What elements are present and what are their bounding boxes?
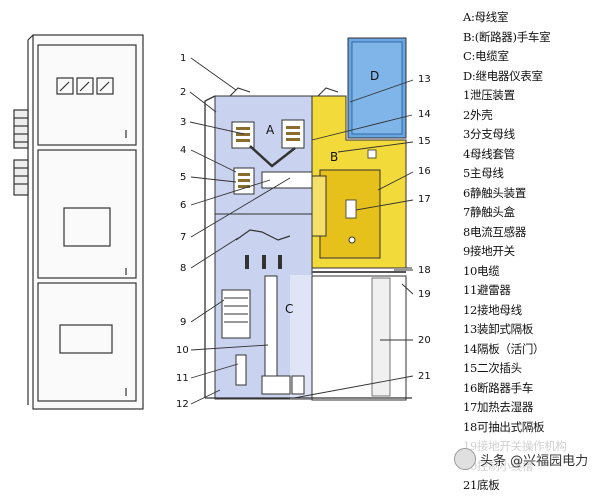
leader-lines [189, 57, 414, 405]
cable-compartment-lower [290, 275, 312, 399]
legend-item: B:(断路器)手车室 [463, 29, 551, 44]
legend-item: 11避雷器 [463, 283, 511, 297]
callout-11: 11 [176, 373, 189, 384]
legend-item: 10电缆 [463, 263, 500, 278]
callout-10: 10 [176, 345, 189, 356]
legend-item: 13装卸式隔板 [463, 322, 534, 336]
watermark-logo-icon [454, 448, 476, 470]
legend-item: 14隔板（活门） [463, 341, 545, 356]
legend-item: 5主母线 [463, 166, 504, 180]
compartment-label-a: A [266, 123, 275, 137]
compartment-label-c: C [285, 302, 293, 316]
watermark-text: 头条 @兴福园电力 [480, 453, 589, 469]
callout-1: 1 [180, 53, 186, 64]
legend-item: 8电流互感器 [463, 224, 527, 239]
legend-item: 18可抽出式隔板 [463, 419, 545, 434]
callout-13: 13 [418, 74, 431, 85]
legend-item: 6静触头装置 [463, 185, 527, 200]
callout-numbers: 1 2 3 4 5 6 7 8 9 10 11 12 13 14 15 16 1… [176, 53, 431, 410]
legend-item: 15二次插头 [463, 361, 522, 375]
legend-item: 1泄压装置 [463, 88, 515, 102]
callout-8: 8 [180, 263, 186, 274]
callout-15: 15 [418, 136, 431, 147]
compartment-label-d: D [370, 69, 379, 83]
compartment-label-b: B [330, 150, 338, 164]
callout-12: 12 [176, 399, 189, 410]
callout-19: 19 [418, 289, 431, 300]
callout-3: 3 [180, 117, 186, 128]
legend-item: C:电缆室 [463, 49, 509, 63]
callout-2: 2 [180, 87, 186, 98]
callout-20: 20 [418, 335, 431, 346]
busbar-compartment [214, 95, 313, 215]
legend-item: 9接地开关 [463, 244, 515, 258]
legend-item: A:母线室 [463, 10, 509, 24]
watermark: 头条 @兴福园电力 [450, 440, 600, 478]
cabinet-front-view [13, 34, 144, 410]
callout-17: 17 [418, 194, 431, 205]
callout-16: 16 [418, 166, 431, 177]
legend-item: 7静触头盒 [463, 205, 515, 219]
cabinet-section-view [204, 37, 412, 401]
callout-5: 5 [180, 172, 186, 183]
legend-item: 4母线套管 [463, 146, 515, 161]
legend-item: 17加热去湿器 [463, 400, 534, 414]
callout-21: 21 [418, 371, 431, 382]
legend-item: D:继电器仪表室 [463, 68, 543, 83]
callout-6: 6 [180, 200, 186, 211]
legend-item: 21底板 [463, 478, 500, 492]
legend-item: 16断路器手车 [463, 380, 534, 395]
legend-item: 3分支母线 [463, 127, 515, 141]
callout-7: 7 [180, 232, 186, 243]
callout-4: 4 [180, 145, 186, 156]
lower-open-area [311, 275, 407, 401]
callout-14: 14 [418, 109, 431, 120]
component-legend: A:母线室 B:(断路器)手车室 C:电缆室 D:继电器仪表室 1泄压装置 2外壳 3分支母… [463, 8, 600, 496]
legend-item: 2外壳 [463, 107, 493, 122]
legend-item: 12接地母线 [463, 302, 522, 317]
callout-18: 18 [418, 265, 431, 276]
callout-9: 9 [180, 317, 186, 328]
switchgear-diagram: A B C D 1 2 3 4 5 6 7 8 9 10 [13, 34, 431, 410]
